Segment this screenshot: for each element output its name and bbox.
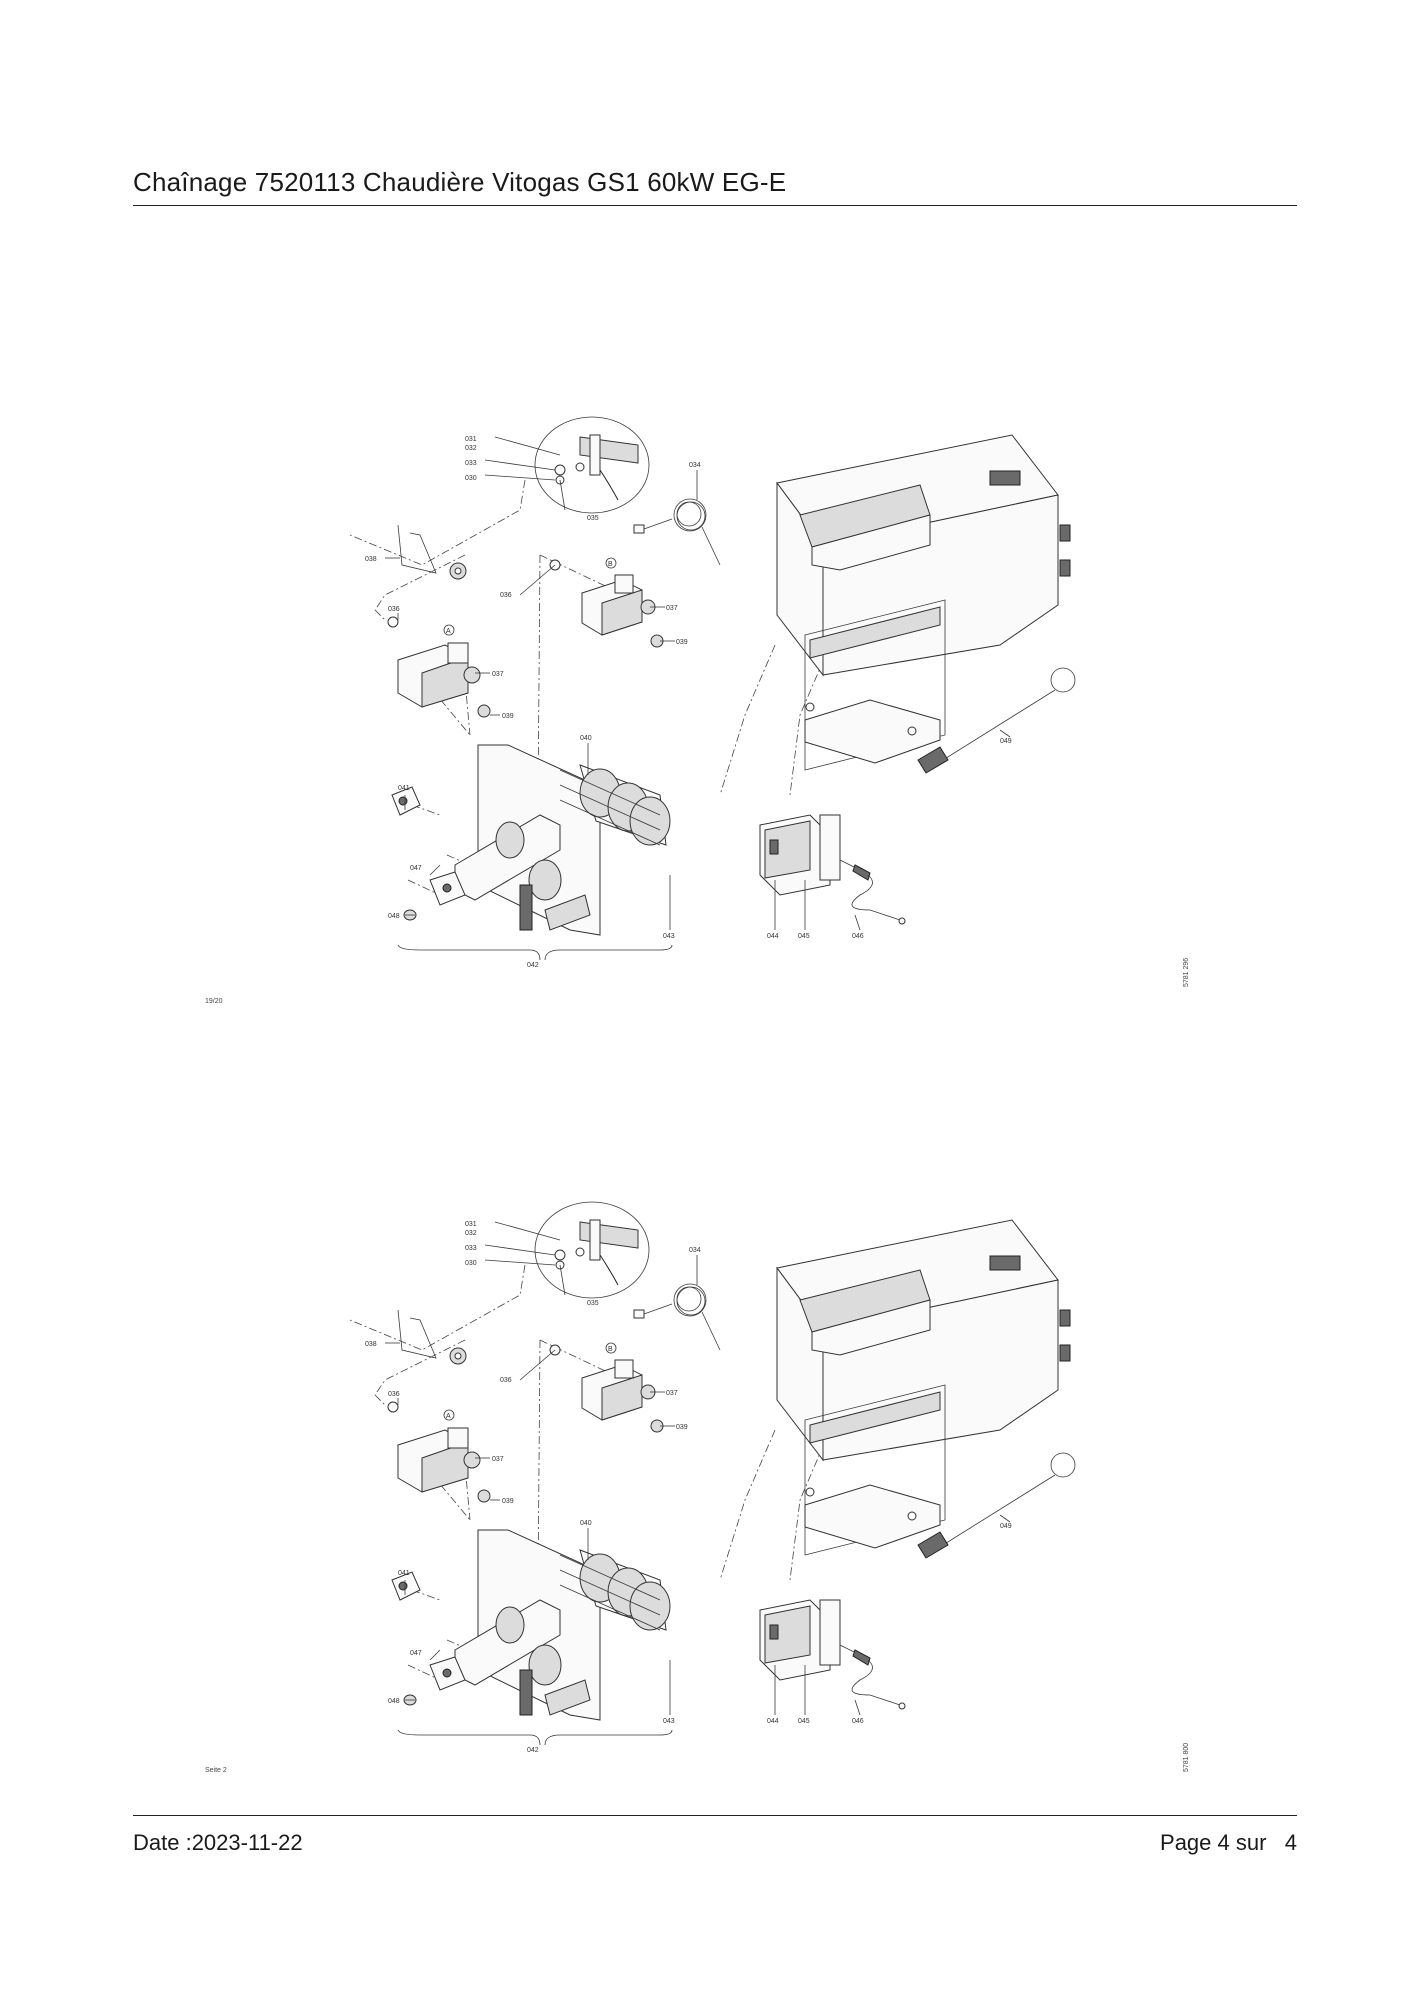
label-044: 044 bbox=[767, 933, 779, 940]
mark-A: A bbox=[446, 628, 451, 635]
label-045: 045 bbox=[798, 933, 810, 940]
label-049: 049 bbox=[1000, 1523, 1012, 1530]
label-039-right: 039 bbox=[676, 1424, 688, 1431]
figure-bottom: 031 032 033 030 034 035 038 036 036 037 … bbox=[0, 1160, 1410, 1800]
label-039-right: 039 bbox=[676, 639, 688, 646]
bracket-038 bbox=[397, 1309, 467, 1365]
ignition-electrode-detail bbox=[534, 416, 650, 514]
part-labels: 031 032 033 030 034 035 038 036 036 037 … bbox=[365, 436, 1012, 969]
label-038: 038 bbox=[365, 1341, 377, 1348]
mark-A: A bbox=[446, 1413, 451, 1420]
header-rule bbox=[133, 205, 1297, 206]
ignition-electrode-detail bbox=[534, 1201, 650, 1299]
gas-valve-B bbox=[549, 559, 664, 648]
label-035: 035 bbox=[587, 515, 599, 522]
label-042: 042 bbox=[527, 962, 539, 969]
gas-valve-A bbox=[387, 1401, 491, 1503]
boiler-casing bbox=[776, 434, 1071, 771]
label-041: 041 bbox=[398, 785, 410, 792]
footer-page-number: Page 4 sur 4 bbox=[1160, 1830, 1297, 1855]
label-042: 042 bbox=[527, 1747, 539, 1754]
label-044: 044 bbox=[767, 1718, 779, 1725]
bracket-038 bbox=[397, 524, 467, 580]
leader-lines bbox=[385, 1221, 1011, 1746]
burner-assembly bbox=[454, 1529, 671, 1721]
page-title: Chaînage 7520113 Chaudière Vitogas GS1 6… bbox=[133, 167, 787, 197]
label-036-right: 036 bbox=[500, 592, 512, 599]
label-030: 030 bbox=[465, 1260, 477, 1267]
label-035: 035 bbox=[587, 1300, 599, 1307]
mark-B: B bbox=[608, 561, 613, 568]
label-032: 032 bbox=[465, 1230, 477, 1237]
cleaning-brush-049 bbox=[917, 667, 1076, 774]
label-037-right: 037 bbox=[666, 1390, 678, 1397]
label-048: 048 bbox=[388, 913, 400, 920]
label-031: 031 bbox=[465, 1221, 477, 1228]
sheet-marker: 19/20 bbox=[205, 998, 223, 1005]
label-036-left: 036 bbox=[388, 1391, 400, 1398]
sheet-marker: Seite 2 bbox=[205, 1767, 227, 1774]
label-045: 045 bbox=[798, 1718, 810, 1725]
label-036-left: 036 bbox=[388, 606, 400, 613]
label-036-right: 036 bbox=[500, 1377, 512, 1384]
label-034: 034 bbox=[689, 462, 701, 469]
cleaning-brush-049 bbox=[917, 1452, 1076, 1559]
label-037-left: 037 bbox=[492, 671, 504, 678]
ignition-cable-034 bbox=[633, 498, 721, 566]
label-038: 038 bbox=[365, 556, 377, 563]
label-040: 040 bbox=[580, 1520, 592, 1527]
drawing-number: 5781 296 bbox=[1183, 958, 1190, 987]
label-039-left: 039 bbox=[502, 713, 514, 720]
burner-control-unit bbox=[759, 1599, 906, 1710]
drawing-number: 5781 800 bbox=[1183, 1743, 1190, 1772]
ignition-cable-034 bbox=[633, 1283, 721, 1351]
label-043: 043 bbox=[663, 1718, 675, 1725]
mark-B: B bbox=[608, 1346, 613, 1353]
footer-date: Date :2023-11-22 bbox=[133, 1830, 303, 1855]
burner-assembly bbox=[454, 744, 671, 936]
label-039-left: 039 bbox=[502, 1498, 514, 1505]
footer-rule bbox=[133, 1815, 1297, 1816]
gas-valve-A bbox=[387, 616, 491, 718]
label-046: 046 bbox=[852, 1718, 864, 1725]
leader-lines bbox=[385, 436, 1011, 961]
small-parts bbox=[391, 1571, 466, 1706]
label-033: 033 bbox=[465, 460, 477, 467]
figure-top: 031 032 033 030 034 035 038 036 036 037 … bbox=[0, 375, 1410, 1015]
label-037-left: 037 bbox=[492, 1456, 504, 1463]
label-048: 048 bbox=[388, 1698, 400, 1705]
label-046: 046 bbox=[852, 933, 864, 940]
label-030: 030 bbox=[465, 475, 477, 482]
label-031: 031 bbox=[465, 436, 477, 443]
exploded-parts-diagram: 031 032 033 030 034 035 038 036 036 037 … bbox=[205, 1201, 1190, 1774]
page-header: Chaînage 7520113 Chaudière Vitogas GS1 6… bbox=[133, 162, 1297, 202]
label-043: 043 bbox=[663, 933, 675, 940]
page-footer: Date :2023-11-22 Page 4 sur 4 bbox=[133, 1830, 1297, 1856]
burner-control-unit bbox=[759, 814, 906, 925]
label-047: 047 bbox=[410, 1650, 422, 1657]
boiler-casing bbox=[776, 1219, 1071, 1556]
label-041: 041 bbox=[398, 1570, 410, 1577]
label-034: 034 bbox=[689, 1247, 701, 1254]
label-037-right: 037 bbox=[666, 605, 678, 612]
label-032: 032 bbox=[465, 445, 477, 452]
part-labels: 031 032 033 030 034 035 038 036 036 037 … bbox=[365, 1221, 1012, 1754]
label-040: 040 bbox=[580, 735, 592, 742]
label-047: 047 bbox=[410, 865, 422, 872]
gas-valve-B bbox=[549, 1344, 664, 1433]
label-033: 033 bbox=[465, 1245, 477, 1252]
small-parts bbox=[391, 786, 466, 921]
label-049: 049 bbox=[1000, 738, 1012, 745]
exploded-parts-diagram: 031 032 033 030 034 035 038 036 036 037 … bbox=[205, 416, 1190, 1005]
